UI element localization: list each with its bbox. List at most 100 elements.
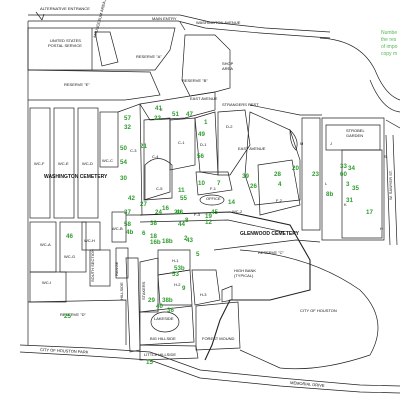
plot-number: 53b [174, 265, 185, 272]
plot-number: 19 [205, 213, 212, 220]
glenwood-inner-road [139, 219, 285, 233]
plot-number: 37 [124, 209, 131, 216]
section-wc-e: WC-E [58, 161, 69, 166]
section-wc-g: WC-G [64, 254, 75, 259]
alternative-entrance-arrow [35, 11, 45, 21]
plot-number: 31 [346, 197, 353, 204]
plot-number: 18 [150, 233, 157, 240]
section-h1: H-1 [172, 258, 179, 263]
city-of-houston-lake [239, 249, 379, 370]
south-sections [125, 249, 241, 361]
section-f1: F-1 [210, 186, 217, 191]
plot-number: 6 [142, 230, 146, 237]
plot-number: 4 [278, 181, 282, 188]
plot-number: 5 [196, 251, 200, 258]
central-sections [139, 34, 301, 216]
section-h: H [380, 226, 383, 231]
lakeside-label: LAKESIDE [154, 316, 174, 321]
glenwood-cemetery-label: GLENWOOD CEMETERY [240, 231, 300, 237]
plot-number: 45 [211, 209, 218, 216]
stakers-label: STAKERS [141, 281, 146, 300]
office-label: OFFICE [206, 196, 221, 201]
plot-number: 47 [186, 111, 193, 118]
plot-number: 38b [162, 297, 173, 304]
plot-number: 32 [124, 124, 131, 131]
plot-number: 54 [120, 159, 127, 166]
plot-number: 20 [292, 165, 299, 172]
section-h3: H-3 [200, 292, 207, 297]
plot-number: 1 [204, 119, 208, 126]
reserve-d-area [27, 299, 127, 345]
plot-number: 41 [155, 105, 162, 112]
section-l: L [325, 181, 328, 186]
strangers-rest-label: STRANGERS REST [222, 102, 259, 107]
plot-number: 12 [205, 219, 212, 226]
plot-number: 36 [167, 307, 174, 314]
plot-number: 35 [352, 185, 359, 192]
plot-number: 49 [198, 131, 205, 138]
plot-number: 28 [274, 171, 281, 178]
section-e: E [160, 107, 163, 112]
plot-number: 48 [176, 209, 183, 216]
plot-number: 24 [155, 209, 162, 216]
east-sections [289, 117, 400, 241]
plot-number: 26 [250, 183, 257, 190]
section-d1: D-1 [200, 142, 207, 147]
east-inner-road [249, 104, 322, 116]
high-bank-label-2: (TYPICAL) [234, 273, 254, 278]
plot-number: 46 [66, 233, 73, 240]
section-wc-f: WC-F [34, 161, 45, 166]
reserve-c-area [213, 239, 321, 251]
plot-number: 33 [340, 163, 347, 170]
city-of-houston-park-label: CITY OF HOUSTON PARK [40, 347, 89, 355]
plot-number: 29 [148, 297, 155, 304]
shop-area-label: SHOP [222, 61, 234, 66]
city-of-houston-label: CITY OF HOUSTON [300, 308, 337, 313]
plot-number: 57 [124, 115, 131, 122]
plot-number: 42 [128, 195, 135, 202]
plot-number: 23 [312, 171, 319, 178]
plot-number: 39 [242, 173, 249, 180]
strobel-garden-label: STROBEL [346, 128, 365, 133]
section-s: S [384, 154, 387, 159]
plot-number: 43 [186, 237, 193, 244]
reserve-c-label: RESERVE "C" [258, 250, 284, 255]
plot-number: 22 [154, 115, 161, 122]
washington-avenue-road [28, 14, 331, 39]
washington-cemetery-blocks [29, 103, 143, 303]
little-hillside-label: LITTLE HILLSIDE [144, 352, 176, 357]
plot-number: 38 [150, 220, 157, 227]
section-j: J [330, 141, 332, 146]
plot-number: 58 [124, 221, 131, 228]
main-entry-arrow [179, 21, 186, 31]
section-wc-d: WC-D [82, 161, 93, 166]
washington-avenue-label: WASHINGTON AVENUE [196, 20, 241, 25]
strobel-garden-label-2: GARDEN [346, 133, 363, 138]
sawyer-street-road [385, 134, 398, 246]
reserve-e-label: RESERVE "E" [64, 82, 90, 87]
high-bank-label: HIGH BANK [234, 268, 256, 273]
plot-number: 30 [120, 175, 127, 182]
plot-number: 9 [182, 285, 186, 292]
washington-cemetery-label: WASHINGTON CEMETERY [44, 174, 108, 180]
reserve-b-label: RESERVE "B" [182, 78, 208, 83]
plot-number: 14 [228, 199, 235, 206]
section-c5: C-5 [156, 186, 163, 191]
plot-number: 16b [150, 239, 161, 246]
plot-number: 11 [178, 187, 185, 194]
section-wc-c: WC-C [102, 158, 113, 163]
plot-number: 34 [348, 165, 355, 172]
east-curve-road [319, 37, 400, 101]
section-wc2: WC-2 [232, 209, 243, 214]
section-c4: C-4 [152, 154, 159, 159]
section-f2: F-2 [276, 198, 283, 203]
reserve-a-area [92, 27, 176, 71]
usps-label: UNITED STATES [50, 38, 81, 43]
section-f3: F-3 [194, 212, 201, 217]
section-k: K [344, 202, 347, 207]
range-label: RANGE [114, 261, 119, 276]
forest-mound-label: FOREST MOUND [202, 336, 234, 341]
section-wc-a: WC-A [40, 242, 51, 247]
reserve-d-label: RESERVE "D" [60, 312, 86, 317]
plot-number: 3 [346, 181, 350, 188]
